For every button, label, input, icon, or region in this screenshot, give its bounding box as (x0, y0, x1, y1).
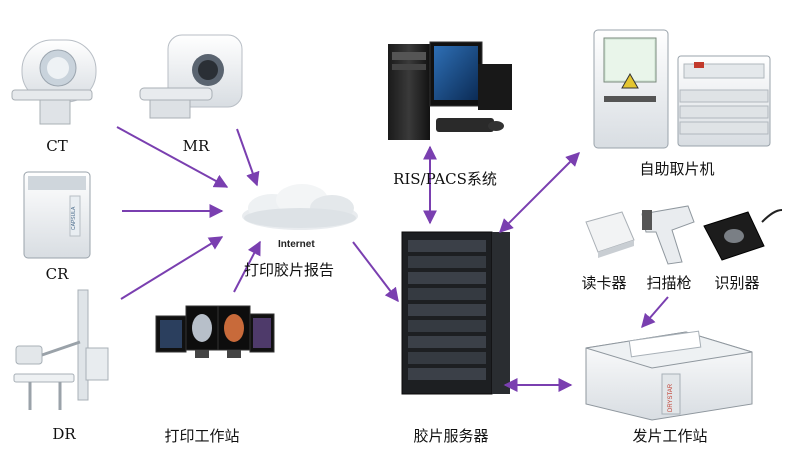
arrow-ct-to-cloud (116, 126, 229, 188)
server-rack-icon (401, 231, 510, 395)
label-mr: MR (182, 137, 210, 155)
label-film-server: 胶片服务器 (413, 427, 489, 445)
arrow-server-kiosk (499, 152, 580, 233)
arrow-scanners-to-workstation (641, 296, 669, 329)
ct-scanner-icon (11, 39, 97, 125)
fingerprint-reader-icon (703, 209, 783, 261)
mr-scanner-icon (139, 34, 243, 119)
label-print-workstation: 打印工作站 (164, 427, 240, 445)
arrow-workstation-to-cloud (233, 240, 261, 293)
label-print-report: 打印胶片报告 (244, 261, 335, 279)
arrow-cloud-to-server (352, 241, 399, 303)
kiosk-icon (593, 29, 669, 149)
label-self-service-kiosk: 自助取片机 (639, 160, 715, 178)
dr-unit-icon (13, 289, 109, 410)
label-film-workstation: 发片工作站 (632, 427, 708, 445)
barcode-scanner-icon (641, 205, 695, 265)
label-card-reader: 读卡器 (581, 274, 627, 292)
label-ris-pacs: RIS/PACS系统 (393, 170, 497, 188)
label-scanner-gun: 扫描枪 (646, 274, 692, 292)
monitors-icon (155, 305, 275, 358)
arrow-mr-to-cloud (236, 128, 260, 187)
label-ct: CT (46, 137, 68, 155)
film-printer-icon (677, 55, 771, 147)
film-printer-icon: DRYSTAR (585, 330, 753, 421)
card-reader-icon (585, 211, 635, 258)
label-internet: Internet (278, 239, 315, 250)
cr-unit-icon: CAPSULA (23, 171, 91, 259)
cloud-icon (242, 184, 358, 230)
arrow-dr-to-cloud (120, 236, 224, 300)
svg-text:CAPSULA: CAPSULA (71, 206, 77, 230)
ris-pacs-computer-icon (388, 41, 512, 140)
label-dr: DR (52, 425, 76, 443)
arrows (116, 126, 669, 392)
label-recognizer: 识别器 (714, 274, 760, 292)
svg-text:DRYSTAR: DRYSTAR (668, 383, 674, 412)
label-cr: CR (45, 265, 69, 283)
